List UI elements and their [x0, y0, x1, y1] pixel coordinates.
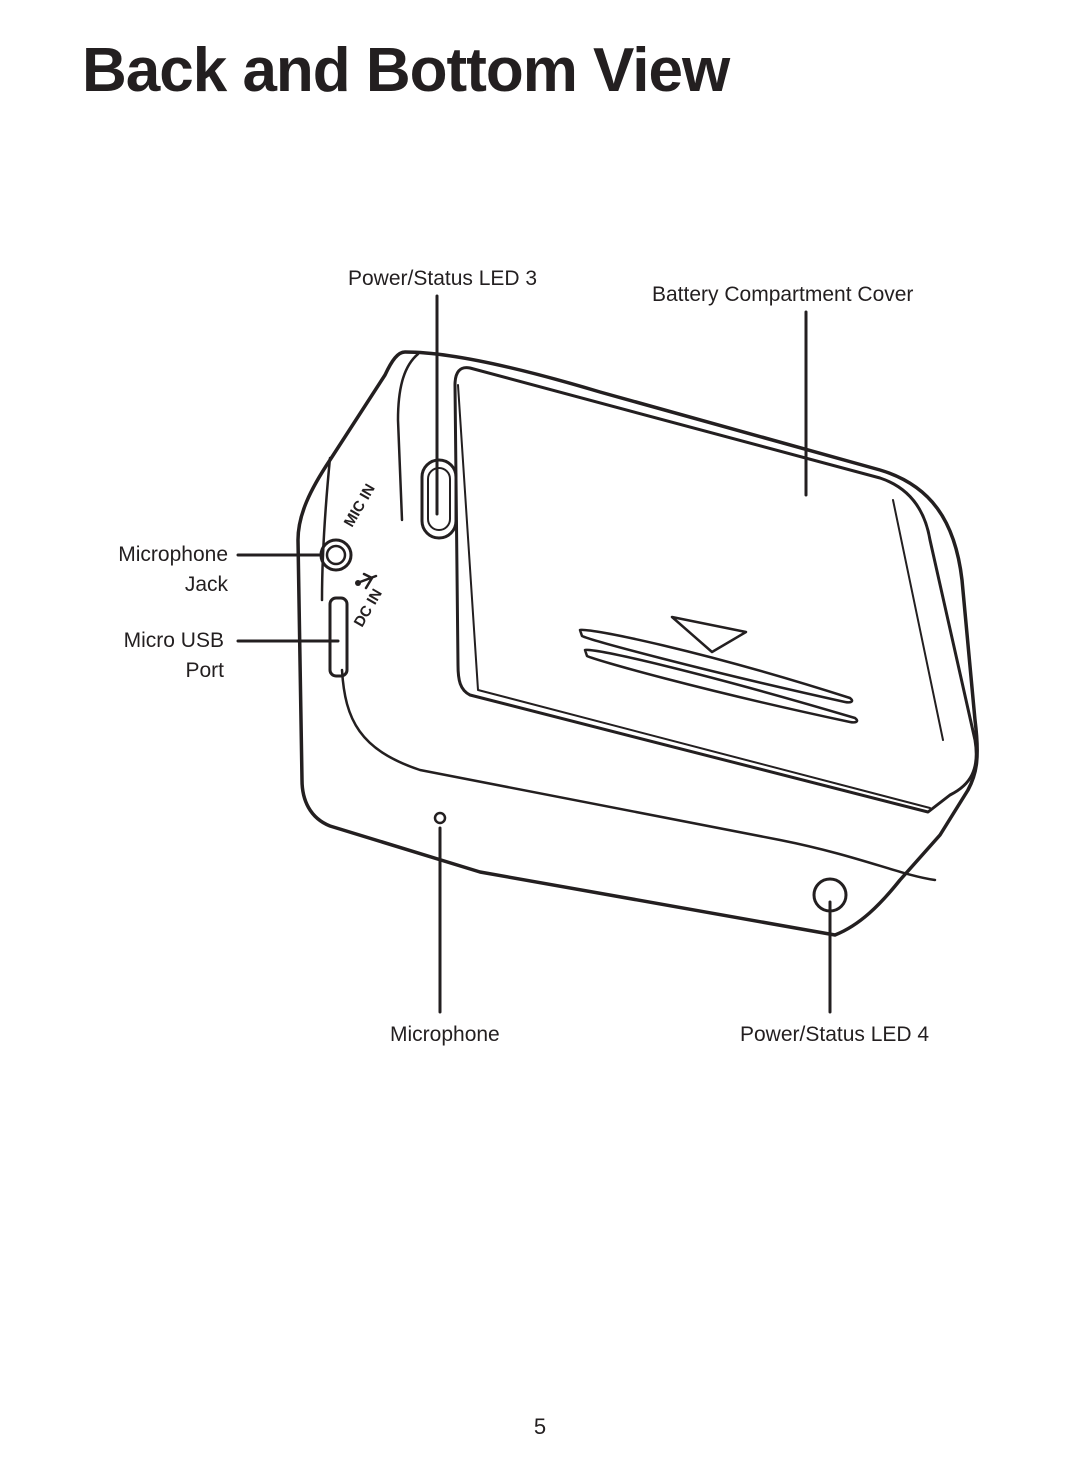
- callout-power-status-led-4: Power/Status LED 4: [740, 1023, 930, 1046]
- battery-cover-outer: [453, 366, 978, 814]
- battery-cover-inner: [457, 384, 931, 809]
- device-body-outline: [296, 350, 979, 937]
- microphone-jack: [319, 538, 353, 572]
- mic-in-marking: MIC IN: [341, 481, 379, 530]
- callout-micro-usb-port: Micro USB Port: [123, 629, 224, 682]
- side-edge: [320, 456, 332, 602]
- page-number: 5: [533, 1414, 547, 1439]
- page-title: Back and Bottom View: [82, 36, 730, 105]
- callout-battery-compartment-cover: Battery Compartment Cover: [652, 283, 914, 306]
- callout-microphone-jack: Microphone Jack: [118, 543, 228, 596]
- dc-in-marking: DC IN: [351, 586, 386, 630]
- arrow-icon: [670, 615, 748, 654]
- callout-microphone: Microphone: [390, 1023, 500, 1046]
- rim-edge: [396, 352, 420, 522]
- microphone-hole: [433, 811, 447, 825]
- power-status-led-3: [420, 458, 458, 540]
- grip-slot: [583, 648, 859, 724]
- micro-usb-port: [328, 596, 349, 678]
- grip-slot: [578, 628, 854, 704]
- callout-power-status-led-3: Power/Status LED 3: [348, 267, 538, 290]
- bottom-contour: [340, 668, 937, 882]
- usb-icon: [358, 572, 378, 590]
